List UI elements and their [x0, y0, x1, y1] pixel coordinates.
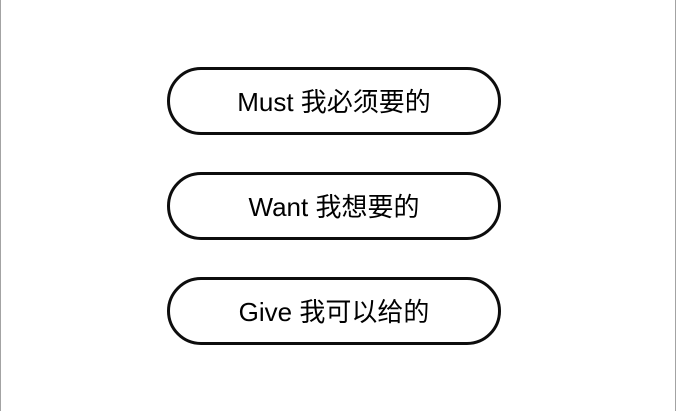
- pill-shape-must: Must 我必须要的: [167, 67, 501, 135]
- pill-shape-give: Give 我可以给的: [167, 277, 501, 345]
- pill-label-want: Want 我想要的: [248, 191, 420, 222]
- pill-shape-want: Want 我想要的: [167, 172, 501, 240]
- pill-label-give: Give 我可以给的: [238, 296, 430, 327]
- pill-label-must: Must 我必须要的: [237, 86, 431, 117]
